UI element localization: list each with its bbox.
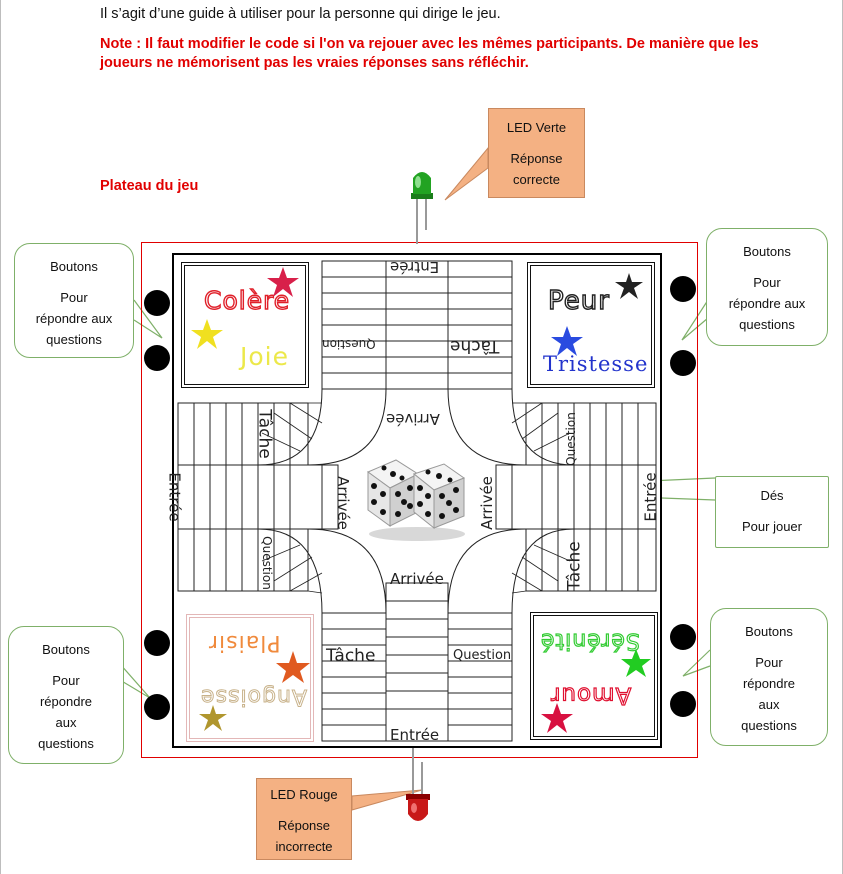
callout-text: aux bbox=[758, 697, 780, 712]
callout-text: questions bbox=[38, 736, 94, 751]
emotion-joie: Joie bbox=[240, 342, 289, 371]
green-star-icon bbox=[621, 649, 651, 677]
callout-text: Pour jouer bbox=[742, 519, 802, 534]
label-arrivee-bottom: Arrivée bbox=[390, 570, 444, 588]
emotion-tristesse: Tristesse bbox=[543, 352, 649, 376]
page-border-left bbox=[0, 0, 1, 874]
callout-text: questions bbox=[46, 332, 102, 347]
callout-title: LED Verte bbox=[506, 120, 567, 135]
black-star-icon bbox=[615, 273, 643, 299]
callout-title: Dés bbox=[760, 488, 784, 503]
answer-button-right-2[interactable] bbox=[670, 350, 696, 376]
answer-button-left-1[interactable] bbox=[144, 290, 170, 316]
callout-text: questions bbox=[741, 718, 797, 733]
callout-text: Réponse bbox=[277, 818, 331, 833]
led-red-callout: LED Rouge Réponse incorrecte bbox=[256, 778, 352, 860]
callout-title: LED Rouge bbox=[270, 787, 338, 802]
callout-text: répondre aux bbox=[728, 296, 806, 311]
home-plaisir-angoisse bbox=[186, 614, 314, 742]
board-frame bbox=[141, 242, 698, 758]
emotion-plaisir: Plaisir bbox=[208, 630, 281, 655]
callout-text: correcte bbox=[513, 172, 560, 187]
buttons-callout-top-left: Boutons Pour répondre aux questions bbox=[14, 243, 134, 358]
callout-text: questions bbox=[739, 317, 795, 332]
answer-button-left-4[interactable] bbox=[144, 694, 170, 720]
answer-button-right-3[interactable] bbox=[670, 624, 696, 650]
dice-icon bbox=[366, 459, 466, 541]
label-tache-bottom: Tâche bbox=[326, 646, 376, 666]
label-arrivee-right: Arrivée bbox=[477, 476, 496, 530]
answer-button-left-2[interactable] bbox=[144, 345, 170, 371]
intro-text: Il s’agit d’une guide à utiliser pour la… bbox=[100, 6, 501, 22]
callout-title: Boutons bbox=[743, 244, 791, 259]
answer-button-left-3[interactable] bbox=[144, 630, 170, 656]
buttons-callout-bottom-left: Boutons Pour répondre aux questions bbox=[8, 626, 124, 764]
blue-star-icon bbox=[551, 326, 583, 356]
label-arrivee-top: Arrivée bbox=[386, 410, 440, 428]
callout-title: Boutons bbox=[745, 624, 793, 639]
label-entree-right: Entrée bbox=[641, 472, 660, 522]
board-tracks bbox=[177, 260, 657, 742]
callout-text: Pour bbox=[753, 275, 781, 290]
callout-text: répondre aux bbox=[35, 311, 113, 326]
callout-title: Boutons bbox=[50, 259, 98, 274]
tan-star-icon bbox=[199, 705, 227, 731]
green-led-icon bbox=[411, 172, 433, 244]
section-heading: Plateau du jeu bbox=[100, 178, 199, 194]
label-tache-left: Tâche bbox=[254, 409, 275, 459]
answer-button-right-1[interactable] bbox=[670, 276, 696, 302]
callout-text: Réponse bbox=[510, 151, 563, 166]
callout-text: répondre bbox=[39, 694, 93, 709]
callout-title: Boutons bbox=[42, 642, 90, 657]
callout-text: Pour bbox=[755, 655, 783, 670]
callout-text: Pour bbox=[52, 673, 80, 688]
label-question-top: Question bbox=[322, 337, 376, 351]
led-green-callout: LED Verte Réponse correcte bbox=[488, 108, 585, 198]
label-entree-left: Entrée bbox=[165, 472, 184, 522]
red-star-icon bbox=[267, 267, 299, 297]
label-question-right: Question bbox=[563, 412, 578, 466]
emotion-peur: Peur bbox=[547, 285, 610, 316]
yellow-star-icon bbox=[191, 319, 223, 349]
label-entree-top: Entrée bbox=[390, 258, 440, 276]
callout-text: répondre bbox=[742, 676, 796, 691]
answer-button-right-4[interactable] bbox=[670, 691, 696, 717]
orange-star-icon bbox=[276, 651, 310, 683]
dice-callout: Dés Pour jouer bbox=[715, 476, 829, 548]
label-arrivee-left: Arrivée bbox=[333, 476, 352, 530]
label-tache-top: Tâche bbox=[450, 336, 500, 356]
note-text: Note : Il faut modifier le code si l'on … bbox=[100, 36, 759, 71]
crimson-star-icon bbox=[541, 703, 573, 733]
callout-text: incorrecte bbox=[275, 839, 333, 854]
callout-text: aux bbox=[55, 715, 77, 730]
label-question-left: Question bbox=[259, 536, 274, 590]
label-question-bottom: Question bbox=[453, 648, 512, 663]
buttons-callout-top-right: Boutons Pour répondre aux questions bbox=[706, 228, 828, 346]
buttons-callout-bottom-right: Boutons Pour répondre aux questions bbox=[710, 608, 828, 746]
label-entree-bottom: Entrée bbox=[390, 726, 440, 744]
callout-text: Pour bbox=[60, 290, 88, 305]
red-led-icon bbox=[406, 748, 430, 821]
label-tache-right: Tâche bbox=[564, 541, 585, 591]
